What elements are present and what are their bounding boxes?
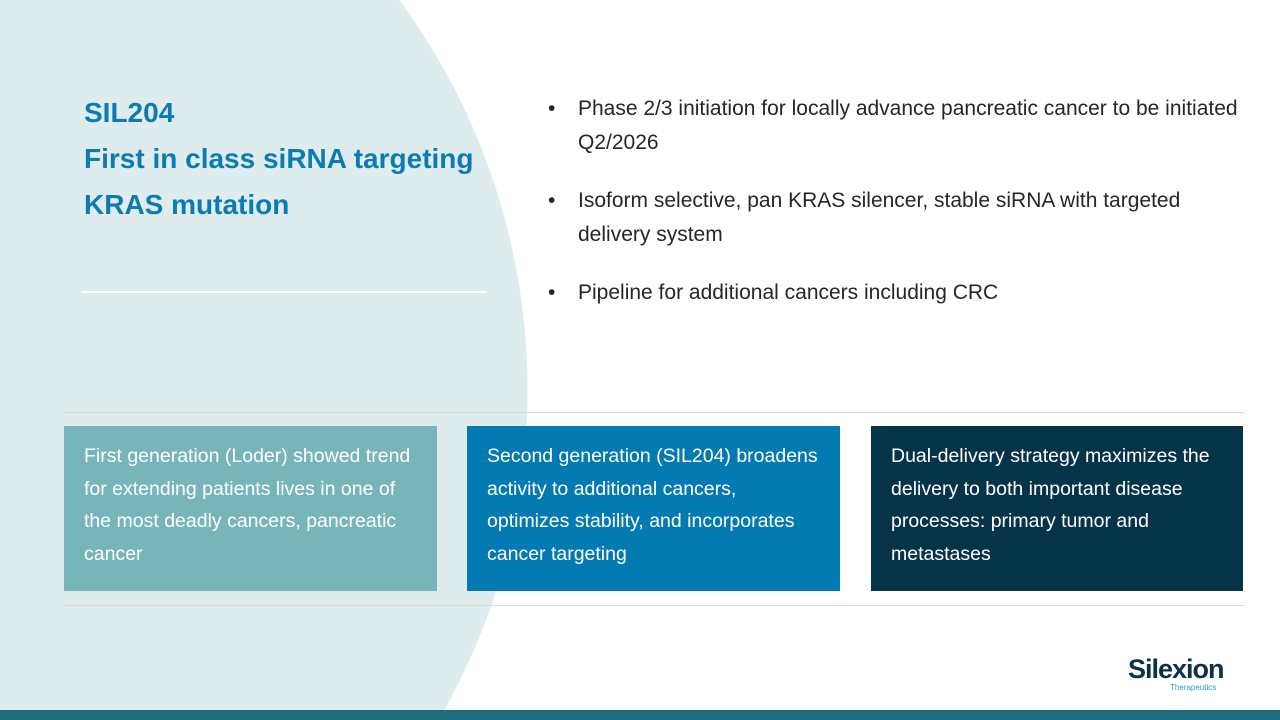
bullet-text: Phase 2/3 initiation for locally advance… [578, 97, 1238, 154]
card-first-generation: First generation (Loder) showed trend fo… [64, 426, 437, 591]
card-second-generation: Second generation (SIL204) broadens acti… [467, 426, 840, 591]
bullet-item: • Phase 2/3 initiation for locally advanc… [548, 92, 1238, 160]
footer-bar [0, 710, 1280, 720]
bullet-icon: • [548, 189, 556, 212]
top-divider [64, 412, 1244, 413]
logo-wordmark: Silexion [1128, 654, 1225, 684]
bottom-divider [64, 605, 1244, 606]
bullet-text: Isoform selective, pan KRAS silencer, st… [578, 189, 1181, 246]
slide-title: SIL204 First in class siRNA targeting KR… [84, 90, 474, 228]
bullet-icon: • [548, 97, 556, 120]
bullet-icon: • [548, 281, 556, 304]
silexion-logo: Silexion Therapeutics [1128, 654, 1228, 696]
card-dual-delivery: Dual-delivery strategy maximizes the del… [871, 426, 1243, 591]
bullet-item: • Pipeline for additional cancers includi… [548, 276, 1238, 310]
bullet-item: • Isoform selective, pan KRAS silencer, s… [548, 184, 1238, 252]
bullet-list: • Phase 2/3 initiation for locally advanc… [548, 92, 1238, 334]
title-divider [81, 291, 487, 293]
bullet-text: Pipeline for additional cancers includin… [578, 281, 999, 304]
title-line: SIL204 [84, 97, 175, 128]
logo-tagline: Therapeutics [1170, 683, 1217, 692]
title-line: KRAS mutation [84, 189, 290, 220]
title-line: First in class siRNA targeting [84, 143, 474, 174]
